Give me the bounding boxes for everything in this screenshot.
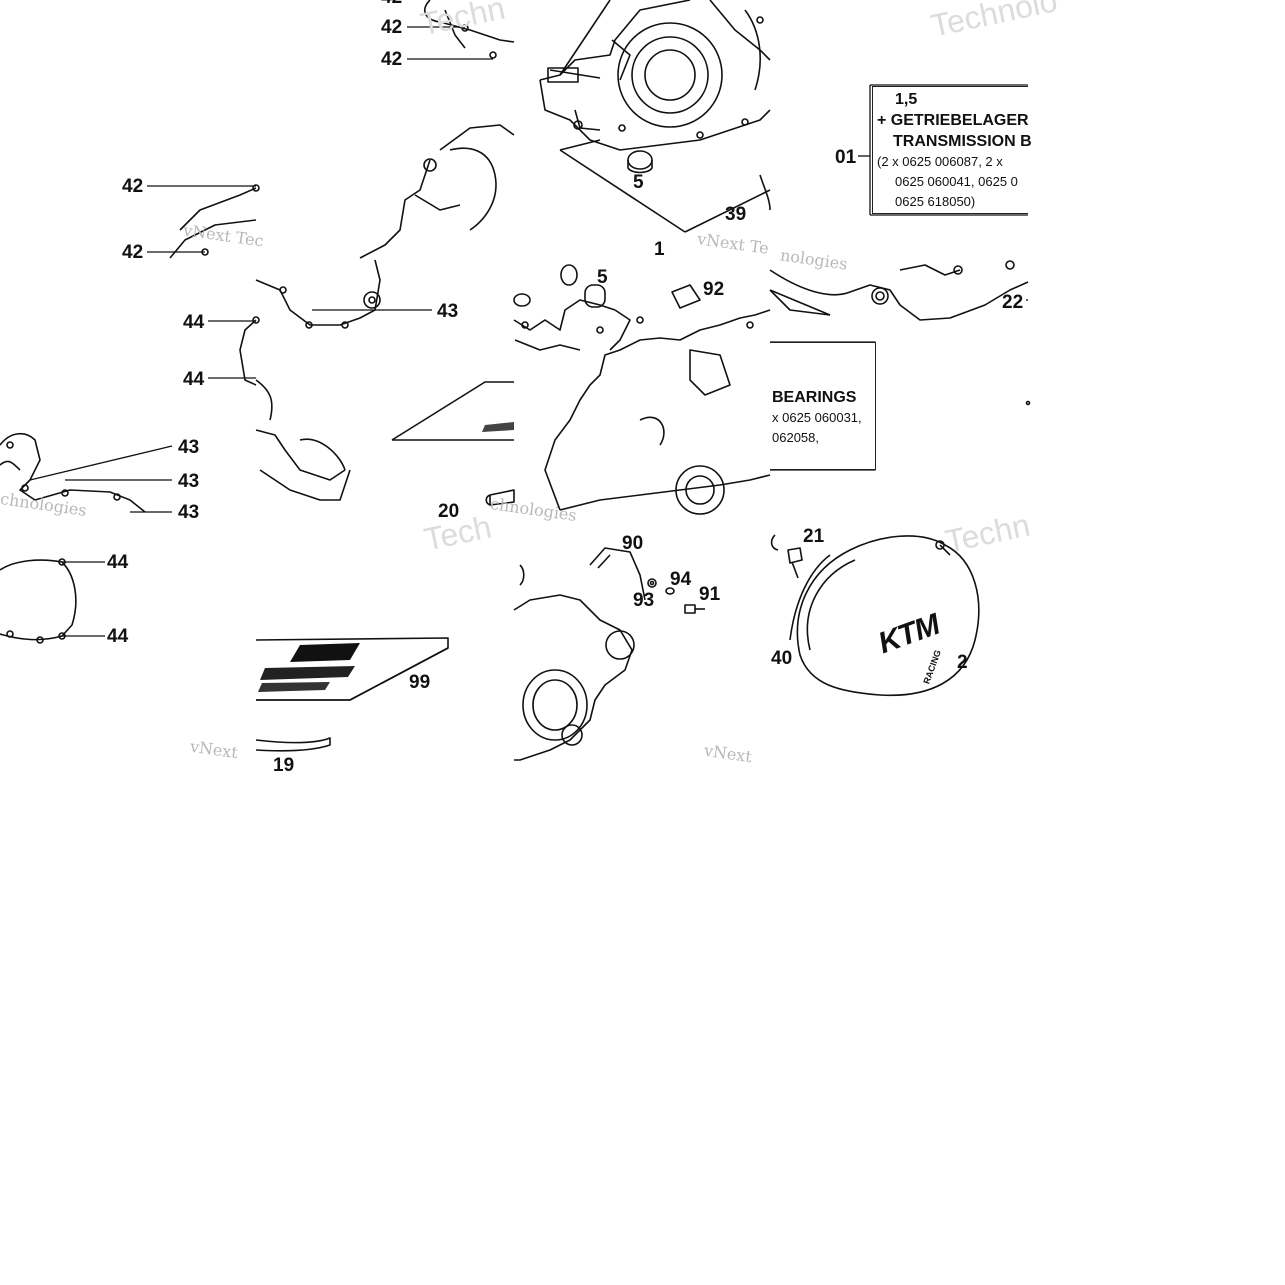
callout-94: 94	[670, 569, 692, 590]
callout-40: 40	[771, 648, 792, 669]
gasket-42-fragment	[359, 0, 515, 259]
callout-22: 22	[1002, 292, 1023, 313]
callout-93: 93	[633, 590, 654, 611]
callout-labels: 42 42 42 42 42 5 5 39 1 01 44 44 44 44 4…	[107, 0, 1023, 776]
bearing-note-continued: BEARINGS x 0625 060031, 062058,	[770, 342, 876, 470]
callout-42: 42	[122, 176, 143, 197]
callout-19: 19	[273, 755, 294, 776]
callout-44: 44	[107, 626, 129, 647]
svg-text:RACING: RACING	[921, 649, 943, 686]
clutch-cover	[770, 534, 980, 697]
leader-lines	[29, 26, 1028, 637]
note-parts-5: 062058,	[772, 430, 819, 445]
callout-42: 42	[381, 17, 402, 38]
note-parts-3: 0625 618050)	[895, 194, 976, 209]
note-parts-2: 0625 060041, 0625 0	[895, 174, 1018, 189]
callout-42: 42	[122, 242, 143, 263]
gasket-left-middle	[0, 432, 146, 513]
callout-20: 20	[438, 501, 459, 522]
board-decal	[258, 422, 514, 692]
callout-1: 1	[654, 239, 665, 260]
callout-43: 43	[178, 502, 199, 523]
callout-5: 5	[633, 172, 644, 193]
gasket-44-43	[239, 259, 381, 501]
callout-90: 90	[622, 533, 643, 554]
callout-42: 42	[381, 49, 402, 70]
gasket-ring-44	[0, 558, 77, 644]
note-parts-1: (2 x 0625 006087, 2 x	[877, 154, 1003, 169]
note-bearings: BEARINGS	[772, 389, 857, 406]
callout-5: 5	[597, 267, 608, 288]
note-title-en: TRANSMISSION B	[893, 133, 1032, 150]
callout-42: 42	[381, 0, 402, 8]
callout-01: 01	[835, 147, 857, 168]
crankcase-bottom	[513, 547, 705, 761]
ktm-logo: KTM RACING	[874, 607, 945, 685]
callout-44: 44	[183, 312, 205, 333]
crankcase-lower-right	[769, 260, 1031, 406]
callout-92: 92	[703, 279, 724, 300]
callout-39: 39	[725, 204, 746, 225]
callout-44: 44	[183, 369, 205, 390]
note-title-de: + GETRIEBELAGER	[877, 112, 1029, 129]
note-parts-4: x 0625 060031,	[772, 410, 862, 425]
note-quantity: 1,5	[895, 91, 918, 108]
crankcase-half-right	[485, 264, 831, 515]
callout-43: 43	[178, 437, 199, 458]
callout-99: 99	[409, 672, 430, 693]
callout-44: 44	[107, 552, 129, 573]
instruction-board	[255, 381, 514, 752]
callout-43: 43	[437, 301, 458, 322]
callout-91: 91	[699, 584, 721, 605]
callout-2: 2	[957, 652, 968, 673]
bearing-note: 1,5 + GETRIEBELAGER TRANSMISSION B (2 x …	[872, 86, 1032, 214]
callout-21: 21	[803, 526, 825, 547]
crankcase-half-top	[539, 0, 771, 233]
callout-43: 43	[178, 471, 199, 492]
